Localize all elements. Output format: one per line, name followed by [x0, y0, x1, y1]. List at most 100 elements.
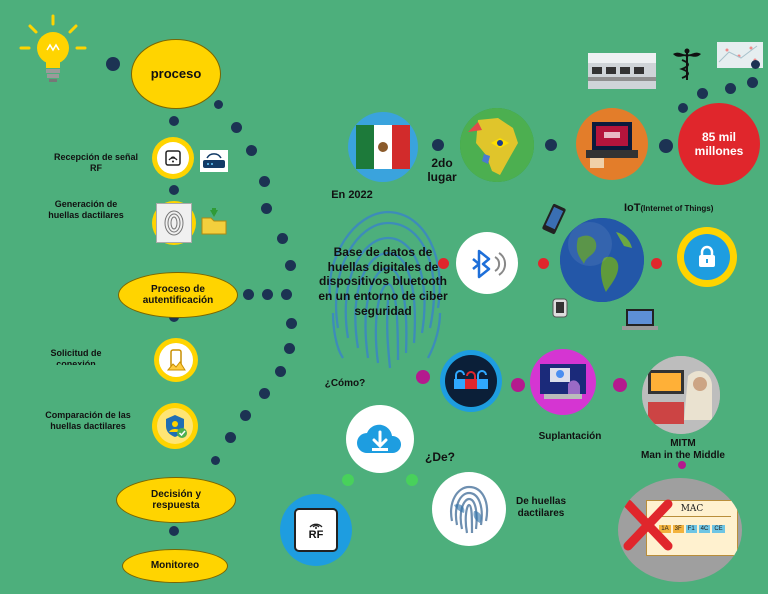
broken-locks-icon	[440, 350, 502, 412]
connector-dot	[262, 289, 273, 300]
computer-lab-photo	[588, 53, 656, 89]
proceso-label: proceso	[150, 65, 202, 81]
fingerprint-node	[432, 472, 506, 546]
connector-dot	[751, 60, 760, 69]
smartwatch-icon	[550, 297, 570, 319]
connector-dot	[342, 474, 354, 486]
monitoreo-label: Monitoreo	[150, 560, 200, 572]
rf-label: RF	[308, 529, 324, 541]
mac-title: MAC	[680, 504, 704, 514]
connector-dot	[243, 289, 254, 300]
connector-dot	[277, 233, 288, 244]
connector-dot	[281, 289, 292, 300]
decision-node: Decisión y respuesta	[116, 477, 236, 523]
medical-caduceus-icon	[669, 46, 705, 82]
connector-dot	[416, 370, 430, 384]
connector-dot	[246, 145, 257, 156]
segundo-lugar-label: 2do lugar	[427, 156, 457, 185]
generacion-label: Generación de huellas dactilares	[48, 199, 124, 220]
connector-dot	[261, 203, 272, 214]
mitm-subtitle: Man in the Middle	[641, 450, 725, 461]
mac-cell: 1A	[659, 525, 671, 533]
connector-dot	[747, 77, 758, 88]
smartphone-icon	[537, 203, 569, 235]
folder-icon	[200, 206, 228, 236]
connector-dot	[240, 410, 251, 421]
connector-dot	[725, 83, 736, 94]
mitm-title: MITM	[670, 438, 696, 449]
laptop-icon	[620, 307, 660, 333]
recepcion-label: Recepción de señal RF	[53, 152, 139, 173]
lock-icon	[699, 245, 715, 267]
connector-dot	[231, 122, 242, 133]
router-icon	[199, 147, 229, 173]
en-2022-label: En 2022	[331, 189, 373, 201]
connector-dot	[285, 260, 296, 271]
de-label: ¿De?	[425, 450, 455, 464]
de-huellas-label: De huellas dactilares	[515, 496, 567, 519]
cloud-download-icon	[357, 424, 402, 453]
iot-label-group: IoT(Internet of Things)	[624, 198, 744, 216]
red-x-icon	[623, 499, 673, 551]
comparacion-label: Comparación de las huellas dactilares	[45, 410, 131, 431]
wifi-icon	[309, 523, 323, 529]
connector-dot	[275, 366, 286, 377]
mac-blocked-node: MAC 1A 3F F1 4C CE	[618, 478, 742, 582]
connector-dot	[406, 474, 418, 486]
iot-label: IoT	[624, 202, 641, 214]
mitm-hacker-icon	[642, 356, 720, 434]
connector-dot	[169, 116, 179, 126]
proceso-node: proceso	[131, 39, 221, 109]
connector-dot	[286, 318, 297, 329]
connector-dot	[697, 88, 708, 99]
connector-dot	[659, 139, 673, 153]
bluetooth-icon	[472, 249, 506, 279]
fingerprint-icon	[450, 485, 489, 534]
connector-dot	[169, 185, 179, 195]
rf-node: RF	[280, 494, 352, 566]
hacker-laptop-icon	[576, 108, 648, 180]
central-title: Base de datos de huellas digitales de di…	[318, 245, 448, 318]
connector-dot	[538, 258, 549, 269]
connector-dot	[432, 139, 444, 151]
fingerprint-background-icon	[318, 208, 448, 378]
spoofing-icon	[530, 349, 596, 415]
85-mil-millones-node: 85 mil millones	[678, 103, 760, 185]
bluetooth-node	[456, 232, 518, 294]
85-mil-millones-label: 85 mil millones	[694, 129, 744, 158]
fingerprint-scan-icon	[152, 201, 196, 245]
monitoreo-node: Monitoreo	[122, 549, 228, 583]
lightbulb-icon	[18, 14, 88, 86]
compare-security-icon	[152, 403, 198, 449]
iot-sublabel: (Internet of Things)	[640, 204, 714, 213]
decision-label: Decisión y respuesta	[150, 488, 202, 512]
connector-dot	[169, 526, 179, 536]
connector-dot	[678, 461, 686, 469]
mitm-label: MITM Man in the Middle	[628, 438, 738, 462]
mac-cell: F1	[685, 525, 697, 533]
connector-dot	[678, 103, 688, 113]
mac-cell: CE	[712, 525, 725, 533]
autenticacion-label: Proceso de autentificación	[142, 283, 214, 307]
cloud-download-node	[346, 405, 414, 473]
connector-dot	[651, 258, 662, 269]
connector-dot	[438, 258, 449, 269]
earth-globe-icon	[560, 218, 644, 302]
como-label: ¿Cómo?	[324, 378, 366, 389]
connector-dot	[613, 378, 627, 392]
connector-dot	[214, 100, 223, 109]
connector-dot	[259, 176, 270, 187]
south-america-map-icon	[460, 108, 534, 182]
connector-dot	[211, 456, 220, 465]
connector-dot	[259, 388, 270, 399]
suplantacion-label: Suplantación	[538, 431, 602, 442]
phone-connection-icon	[154, 338, 198, 382]
connector-dot	[225, 432, 236, 443]
lock-node	[677, 227, 737, 287]
connector-dot	[545, 139, 557, 151]
mac-cell: 3F	[672, 525, 684, 533]
rf-signal-icon	[152, 137, 194, 179]
solicitud-label: Solicitud de conexión	[50, 348, 102, 365]
connector-dot	[511, 378, 525, 392]
connector-dot	[106, 57, 120, 71]
